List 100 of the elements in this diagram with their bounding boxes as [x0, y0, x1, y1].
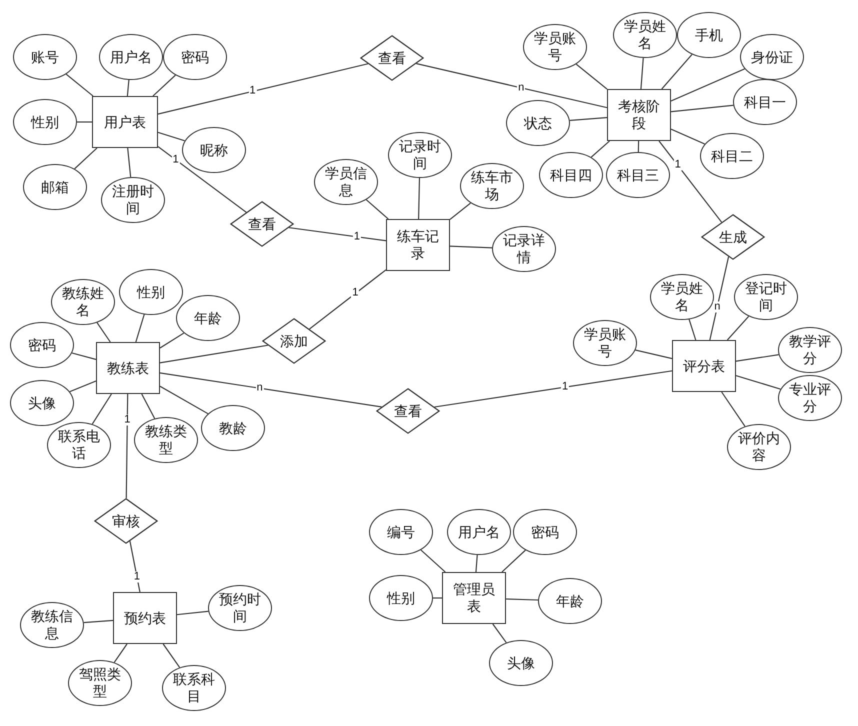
attribute-ellipse: 教龄 — [201, 405, 265, 451]
relationship-diamond: 查看 — [230, 201, 294, 247]
attribute-ellipse: 注册时间 — [101, 177, 165, 223]
attribute-ellipse: 性别 — [119, 269, 183, 315]
connector-line — [670, 128, 705, 144]
connector-line — [450, 202, 471, 220]
connector-line — [141, 394, 156, 419]
connector-line — [434, 370, 672, 408]
attribute-ellipse: 科目一 — [733, 79, 797, 125]
connector-line — [635, 350, 672, 360]
attribute-ellipse: 记录时间 — [388, 132, 452, 178]
attribute-ellipse: 教练信息 — [20, 602, 84, 648]
connector-line — [152, 74, 176, 96]
attribute-ellipse: 年龄 — [176, 295, 240, 341]
attribute-ellipse: 联系电话 — [47, 422, 111, 468]
edge-label: n — [713, 301, 722, 312]
attribute-ellipse: 科目二 — [700, 133, 764, 179]
edge-label: 1 — [352, 231, 361, 242]
relationship-diamond: 生成 — [701, 214, 765, 260]
connector-line — [72, 352, 96, 360]
attribute-ellipse: 科目四 — [539, 152, 603, 198]
connector-line — [688, 319, 696, 340]
edge-label: n — [517, 82, 526, 94]
attribute-ellipse: 预约时间 — [208, 585, 272, 631]
entity-box: 评分表 — [672, 340, 736, 392]
edge-label: 1 — [172, 154, 180, 166]
connector-line — [92, 394, 112, 424]
attribute-ellipse: 头像 — [489, 640, 553, 686]
connector-line — [158, 146, 247, 213]
connector-line — [74, 148, 98, 170]
connector-line — [66, 74, 94, 96]
attribute-ellipse: 状态 — [506, 100, 570, 146]
connector-line — [160, 386, 208, 414]
attribute-ellipse: 学员姓名 — [650, 274, 714, 320]
connector-line — [433, 597, 442, 599]
connector-line — [160, 372, 382, 408]
connector-line — [502, 550, 526, 572]
connector-line — [127, 148, 132, 178]
connector-line — [288, 227, 386, 242]
attribute-ellipse: 学员账号 — [523, 24, 587, 70]
connector-line — [658, 140, 722, 223]
attribute-ellipse: 学员账号 — [573, 320, 637, 366]
connector-line — [492, 624, 507, 643]
attribute-ellipse: 用户名 — [447, 509, 511, 555]
attribute-ellipse: 教练类型 — [134, 417, 198, 463]
relationship-diamond: 添加 — [262, 318, 326, 364]
attribute-ellipse: 练车市场 — [460, 163, 524, 209]
connector-line — [126, 394, 128, 498]
entity-box: 预约表 — [113, 592, 177, 644]
connector-line — [158, 132, 185, 142]
attribute-ellipse: 登记时间 — [734, 274, 798, 320]
connector-line — [450, 246, 492, 248]
edge-label: 1 — [674, 160, 682, 171]
attribute-ellipse: 密码 — [10, 322, 74, 368]
attribute-ellipse: 账号 — [13, 34, 77, 80]
entity-box: 用户表 — [92, 96, 158, 148]
attribute-ellipse: 教练姓名 — [51, 279, 115, 325]
edge-label: 1 — [132, 571, 141, 582]
connector-line — [158, 63, 368, 115]
connector-line — [661, 54, 692, 90]
relationship-diamond: 查看 — [360, 35, 424, 81]
attribute-ellipse: 科目三 — [606, 152, 670, 198]
connector-line — [670, 68, 745, 102]
entity-box: 练车记录 — [386, 219, 450, 271]
attribute-ellipse: 性别 — [13, 99, 77, 145]
connector-line — [70, 380, 96, 392]
connector-line — [84, 620, 114, 624]
connector-line — [475, 554, 478, 572]
attribute-ellipse: 昵称 — [182, 127, 246, 173]
connector-line — [77, 121, 92, 123]
attribute-ellipse: 联系科目 — [162, 665, 226, 711]
entity-box: 考核阶段 — [607, 89, 671, 141]
attribute-ellipse: 手机 — [677, 12, 741, 58]
attribute-ellipse: 记录详情 — [492, 226, 556, 272]
relationship-diamond: 查看 — [376, 388, 440, 434]
attribute-ellipse: 学员姓名 — [613, 12, 677, 58]
entity-box: 教练表 — [96, 342, 160, 394]
connector-line — [638, 141, 640, 152]
attribute-ellipse: 性别 — [369, 575, 433, 621]
connector-line — [114, 644, 128, 663]
connector-line — [709, 256, 730, 340]
entity-box: 管理员表 — [442, 572, 506, 624]
connector-line — [420, 550, 446, 572]
attribute-ellipse: 教学评分 — [778, 327, 842, 373]
relationship-diamond: 审核 — [94, 498, 158, 544]
connector-line — [670, 104, 734, 112]
connector-line — [126, 80, 130, 96]
attribute-ellipse: 评价内容 — [727, 424, 791, 470]
connector-line — [640, 58, 644, 90]
connector-line — [176, 610, 208, 616]
edge-label: 1 — [351, 288, 360, 299]
connector-line — [96, 322, 111, 342]
attribute-ellipse: 密码 — [163, 34, 227, 80]
attribute-ellipse: 驾照类型 — [68, 660, 132, 706]
connector-line — [736, 354, 779, 362]
attribute-ellipse: 学员信息 — [314, 159, 378, 205]
connector-line — [590, 140, 610, 158]
connector-line — [721, 392, 746, 427]
attribute-ellipse: 编号 — [369, 509, 433, 555]
attribute-ellipse: 年龄 — [538, 578, 602, 624]
